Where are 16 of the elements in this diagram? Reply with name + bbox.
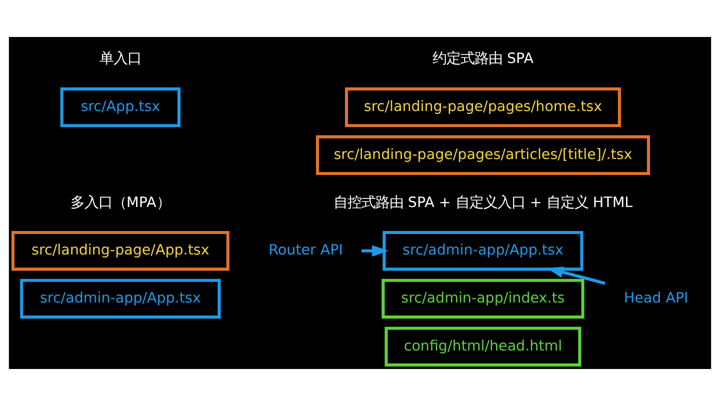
- arrow: [546, 266, 606, 284]
- label: 单入口: [99, 50, 142, 67]
- node-box: src/App.tsx: [60, 86, 180, 127]
- label: 多入口（MPA）: [70, 194, 170, 210]
- node-box: src/landing-page/pages/articles/[title]/.tsx: [316, 134, 650, 174]
- arrow: [361, 244, 388, 256]
- node-box: config/html/head.html: [384, 326, 582, 366]
- node-box: src/landing-page/pages/home.tsx: [344, 86, 621, 127]
- node-text: Router API: [268, 242, 343, 258]
- label: 自控式路由 SPA + 自定义入口 + 自定义 HTML: [333, 194, 633, 210]
- label: 约定式路由 SPA: [432, 50, 534, 67]
- node-box: src/landing-page/App.tsx: [11, 230, 230, 270]
- node-box: src/admin-app/index.ts: [382, 278, 584, 318]
- node-box: src/admin-app/App.tsx: [382, 230, 584, 270]
- node-box: src/admin-app/App.tsx: [20, 278, 221, 318]
- node-text: Head API: [624, 290, 688, 306]
